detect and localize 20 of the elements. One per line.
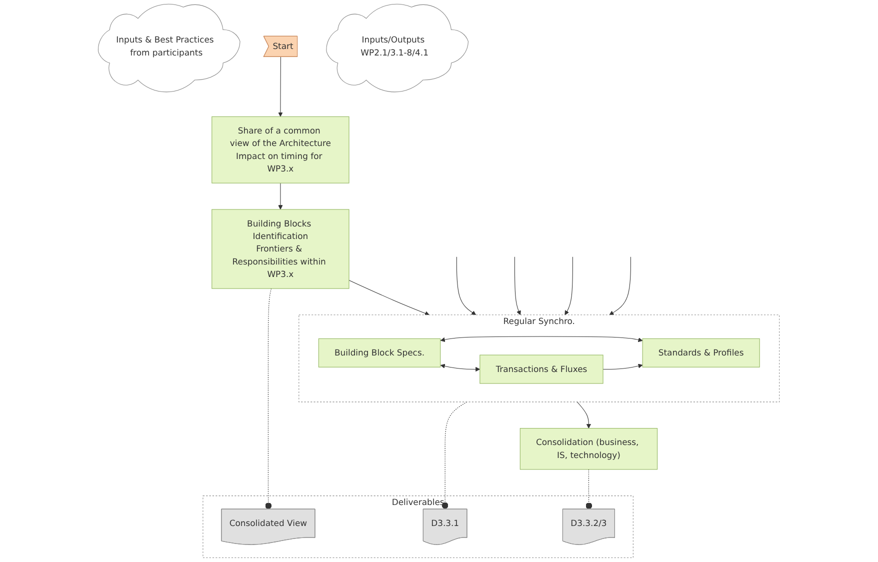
connector: [442, 402, 468, 510]
connector: [586, 469, 592, 510]
node-box: Building Blocks Identification Frontiers & Responsibilities within WP3.x: [212, 209, 350, 289]
node-box: Consolidation (business, IS, technology): [520, 428, 658, 470]
arrow: [440, 336, 643, 342]
arrow: [577, 402, 592, 429]
arrow: [440, 364, 480, 372]
arrow: [514, 256, 522, 316]
node-box: Transactions & Fluxes: [480, 354, 604, 384]
arrow: [602, 364, 643, 370]
node-box: Standards & Profiles: [642, 338, 760, 368]
node-box: Share of a common view of the Architecture Impact on timing for WP3.x: [212, 116, 350, 184]
arrow: [278, 56, 283, 117]
arrow: [609, 256, 632, 316]
node-box: Building Block Specs.: [318, 338, 441, 368]
connector: [265, 288, 272, 510]
arrow: [348, 280, 430, 316]
arrow: [278, 182, 283, 210]
arrow: [564, 256, 574, 316]
arrow: [456, 256, 476, 316]
